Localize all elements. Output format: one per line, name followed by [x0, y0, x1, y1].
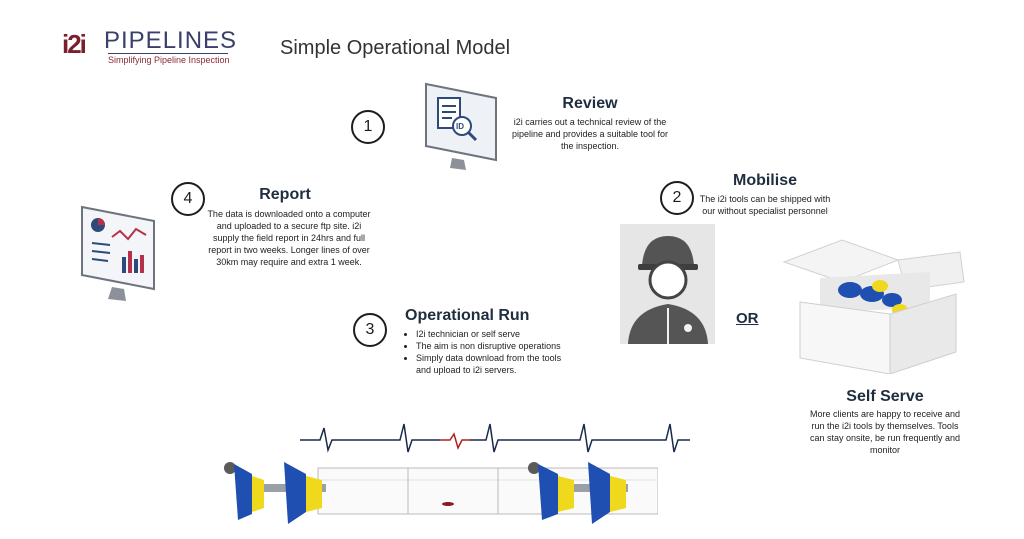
- company-logo-name: PIPELINES: [104, 27, 238, 54]
- logo-underline: [108, 53, 228, 54]
- signal-waveform: [300, 418, 690, 458]
- review-monitor-icon: [422, 80, 502, 172]
- technician-icon: [620, 224, 715, 344]
- self-serve-text: More clients are happy to receive and ru…: [809, 409, 961, 455]
- page-title: Simple Operational Model: [280, 37, 511, 59]
- report-monitor-icon: [78, 203, 158, 303]
- operational-run-bullet: Simply data download from the tools and …: [416, 352, 564, 376]
- review-text: i2i carries out a technical review of th…: [511, 117, 669, 151]
- pipeline-illustration: [218, 454, 659, 534]
- or-label: OR: [736, 310, 759, 327]
- report-heading: Report: [259, 186, 311, 203]
- company-logo-tagline: Simplifying Pipeline Inspection: [108, 55, 230, 65]
- operational-run-list: I2i technician or self serve The aim is …: [404, 328, 564, 376]
- shipping-box-icon: [780, 238, 970, 375]
- review-heading: Review: [562, 95, 618, 112]
- company-logo-mark: i2i: [62, 22, 87, 64]
- self-serve-heading: Self Serve: [846, 388, 924, 405]
- step-4-number: 4: [171, 182, 205, 216]
- step-3-number: 3: [353, 313, 387, 347]
- operational-run-bullet: The aim is non disruptive operations: [416, 340, 564, 352]
- review-icon-label: ID: [456, 122, 464, 131]
- step-2-number: 2: [660, 181, 694, 215]
- operational-run-heading: Operational Run: [405, 307, 530, 324]
- step-1-number: 1: [351, 110, 385, 144]
- mobilise-text: The i2i tools can be shipped with our wi…: [699, 194, 831, 216]
- logo-mark-text: i2i: [62, 29, 87, 59]
- operational-run-bullet: I2i technician or self serve: [416, 328, 564, 340]
- report-text: The data is downloaded onto a computer a…: [207, 209, 371, 267]
- mobilise-heading: Mobilise: [732, 172, 797, 189]
